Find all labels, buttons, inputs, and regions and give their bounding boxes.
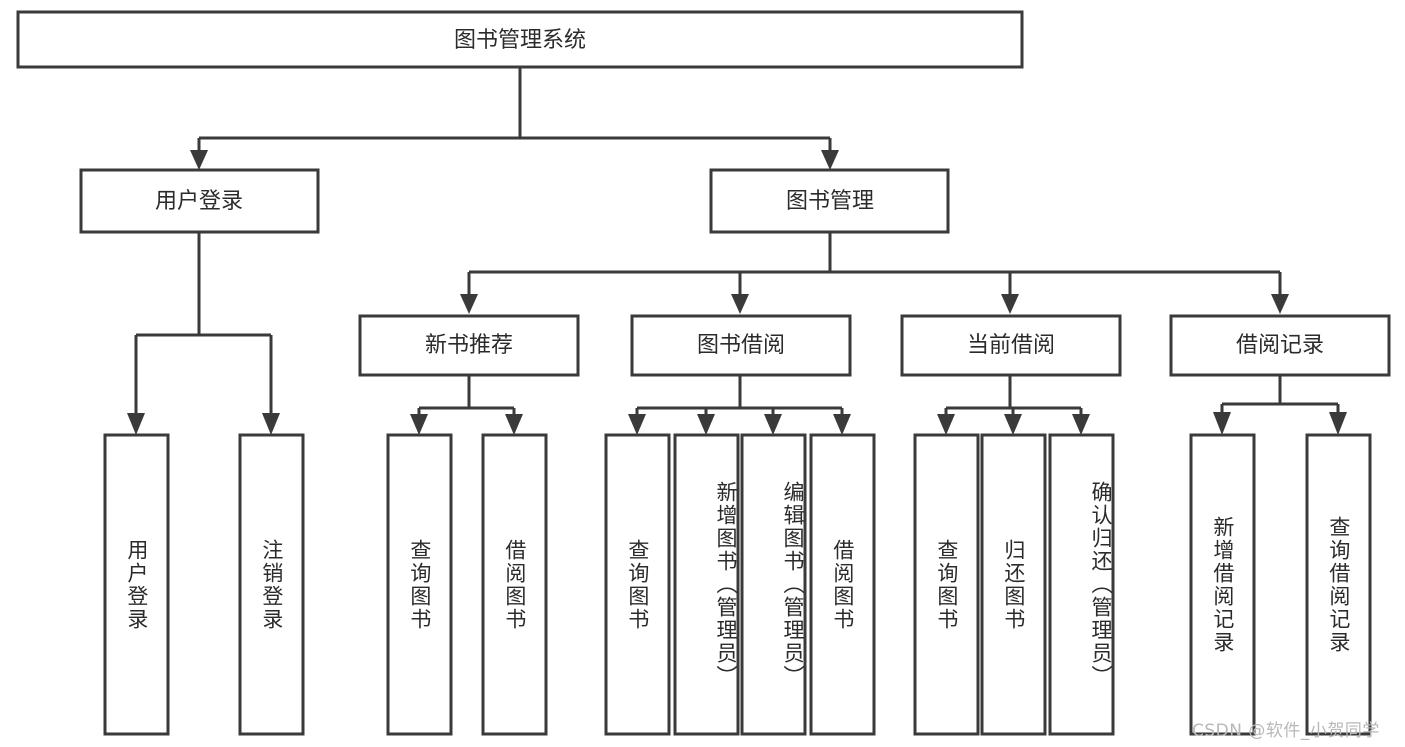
node-new-book-recommend-label: 新书推荐 — [425, 333, 513, 358]
leaf-box-borrow-record-0[interactable] — [1189, 433, 1256, 736]
node-book-management[interactable]: 图书管理 — [709, 168, 950, 234]
leaf-box-current-borrow-1[interactable] — [980, 433, 1047, 736]
connector-borrowrecord-to-leaves — [1213, 375, 1347, 435]
connector-userlogin-to-leaves — [127, 232, 280, 435]
node-current-borrow[interactable]: 当前借阅 — [900, 314, 1122, 377]
node-user-login-label: 用户登录 — [155, 189, 243, 214]
connector-currentborrow-to-leaves — [937, 375, 1090, 435]
leaf-box-book-borrow-3[interactable] — [809, 433, 876, 736]
leaf-box-borrow-record-1[interactable] — [1305, 433, 1372, 736]
connector-bookborrow-to-leaves — [628, 375, 851, 435]
leaf-box-book-borrow-2[interactable] — [740, 433, 807, 736]
node-borrow-record-label: 借阅记录 — [1236, 333, 1324, 358]
node-root-system[interactable]: 图书管理系统 — [16, 10, 1024, 69]
leaf-box-book-borrow-1[interactable] — [673, 433, 740, 736]
leaf-box-book-borrow-0[interactable] — [604, 433, 671, 736]
connector-bookmgmt-to-level3 — [460, 232, 1289, 314]
leaf-box-user-login-0[interactable] — [103, 433, 170, 736]
node-current-borrow-label: 当前借阅 — [967, 333, 1055, 358]
node-new-book-recommend[interactable]: 新书推荐 — [358, 314, 580, 377]
leaf-box-current-borrow-2[interactable] — [1048, 433, 1115, 736]
node-user-login[interactable]: 用户登录 — [79, 168, 320, 234]
connector-root-to-level2 — [190, 67, 839, 170]
leaf-box-user-login-1[interactable] — [238, 433, 305, 736]
connector-newbook-to-leaves — [410, 375, 523, 435]
csdn-watermark: CSDN @软件_小贺同学 — [1192, 721, 1380, 741]
node-book-management-label: 图书管理 — [786, 189, 874, 214]
leaf-box-current-borrow-0[interactable] — [913, 433, 980, 736]
node-book-borrow-label: 图书借阅 — [697, 333, 785, 358]
node-borrow-record[interactable]: 借阅记录 — [1169, 314, 1391, 377]
leaf-box-new-book-0[interactable] — [386, 433, 453, 736]
node-root-system-label: 图书管理系统 — [454, 28, 586, 53]
leaf-box-new-book-1[interactable] — [481, 433, 548, 736]
node-book-borrow[interactable]: 图书借阅 — [630, 314, 852, 377]
